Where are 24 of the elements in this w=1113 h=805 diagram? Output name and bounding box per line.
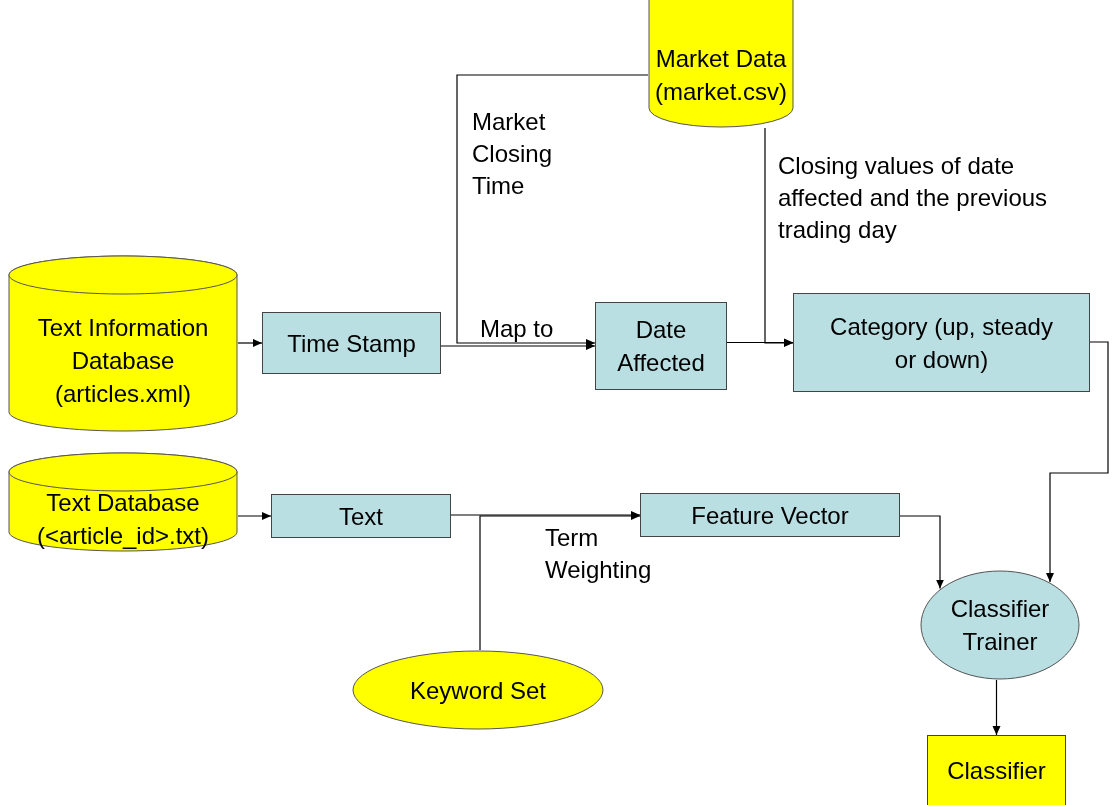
database-cylinder: Market Data (market.csv) <box>648 0 794 128</box>
process-ellipse: Classifier Trainer <box>920 570 1080 680</box>
arrow <box>450 511 641 519</box>
database-cylinder: Text Database (<article_id>.txt) <box>8 452 238 552</box>
process-box: Feature Vector <box>640 493 900 537</box>
arrow <box>237 512 272 520</box>
arrow <box>479 512 641 651</box>
edge-label: Map to <box>480 314 555 344</box>
process-box: Date Affected <box>595 302 727 390</box>
edge-label: Closing values of date affected and the previous trading day <box>778 151 1049 245</box>
arrow <box>237 339 263 347</box>
arrow <box>1046 341 1109 583</box>
process-box: Category (up, steady or down) <box>793 293 1090 392</box>
output-box: Classifier <box>927 735 1066 805</box>
arrow <box>440 342 596 350</box>
database-cylinder: Text Information Database (articles.xml) <box>8 255 238 432</box>
process-box: Text <box>271 494 451 538</box>
arrow <box>899 515 944 590</box>
arrow <box>456 74 649 347</box>
process-box: Time Stamp <box>262 312 441 374</box>
arrow <box>992 679 1001 736</box>
arrow <box>764 127 794 347</box>
input-ellipse: Keyword Set <box>352 650 604 730</box>
edge-label: Market Closing Time <box>472 107 554 201</box>
